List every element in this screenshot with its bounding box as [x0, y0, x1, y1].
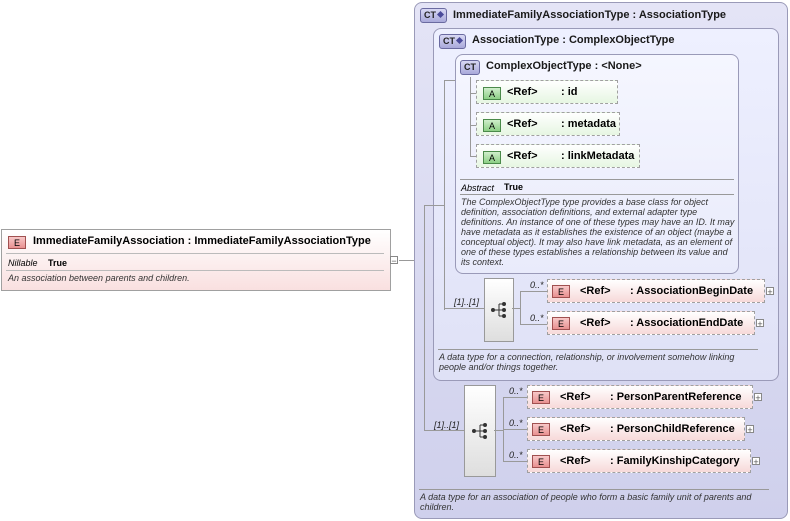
- connector: [444, 80, 455, 81]
- ct-outer-doc: A data type for an association of people…: [420, 492, 752, 512]
- ct-middle-doc: A data type for a connection, relationsh…: [439, 352, 735, 372]
- element-cardinality: 0..*: [530, 280, 544, 290]
- connector: [444, 80, 445, 310]
- sequence-icon: [472, 423, 487, 439]
- element-cardinality: 0..*: [509, 450, 523, 460]
- sequence-compositor[interactable]: [464, 385, 496, 477]
- connector: [512, 308, 520, 309]
- element-association-end-date[interactable]: E <Ref> : AssociationEndDate: [547, 311, 755, 335]
- element-badge: E: [532, 455, 550, 468]
- attribute-ref: <Ref>: [507, 150, 538, 162]
- diamond-icon: [436, 10, 445, 19]
- element-name: : FamilyKinshipCategory: [610, 455, 740, 467]
- attribute-metadata[interactable]: A <Ref> : metadata: [476, 112, 620, 136]
- nillable-label: Nillable: [8, 258, 38, 268]
- attribute-ref: <Ref>: [507, 86, 538, 98]
- connector: [470, 93, 478, 94]
- element-badge: E: [532, 423, 550, 436]
- attribute-name: : id: [561, 86, 578, 98]
- element-person-parent-reference[interactable]: E <Ref> : PersonParentReference: [527, 385, 753, 409]
- attribute-badge: A: [483, 87, 501, 100]
- connector: [444, 308, 484, 309]
- element-ref: <Ref>: [560, 391, 591, 403]
- expand-toggle[interactable]: +: [756, 319, 764, 329]
- element-person-child-reference[interactable]: E <Ref> : PersonChildReference: [527, 417, 745, 441]
- connector: [399, 260, 414, 261]
- element-badge: E: [552, 317, 570, 330]
- element-name: : PersonChildReference: [610, 423, 735, 435]
- expand-toggle[interactable]: +: [746, 425, 754, 435]
- element-cardinality: 0..*: [509, 386, 523, 396]
- attribute-name: : metadata: [561, 118, 617, 130]
- attribute-name: : linkMetadata: [561, 150, 635, 162]
- doc-divider: [419, 489, 769, 490]
- ct-inner-box: CT ComplexObjectType : <None> A <Ref> : …: [455, 54, 739, 274]
- connector: [520, 291, 521, 324]
- divider: [460, 194, 734, 195]
- sequence-compositor[interactable]: [484, 278, 514, 342]
- ct-middle-title: AssociationType : ComplexObjectType: [472, 34, 675, 46]
- ct-inner-doc: The ComplexObjectType type provides a ba…: [461, 197, 735, 267]
- expand-toggle[interactable]: +: [766, 287, 774, 297]
- abstract-label: Abstract: [461, 183, 495, 193]
- element-name: : AssociationBeginDate: [630, 285, 754, 297]
- divider: [6, 270, 384, 271]
- connector: [520, 291, 547, 292]
- connector: [503, 461, 527, 462]
- connector: [503, 429, 527, 430]
- abstract-value: True: [504, 182, 524, 192]
- element-ref: <Ref>: [560, 423, 591, 435]
- divider: [460, 179, 734, 180]
- element-badge: E: [8, 236, 26, 249]
- sequence-icon: [491, 302, 506, 318]
- attribute-badge: A: [483, 119, 501, 132]
- element-family-kinship-category[interactable]: E <Ref> : FamilyKinshipCategory: [527, 449, 751, 473]
- element-ref: <Ref>: [580, 285, 611, 297]
- element-ref: <Ref>: [560, 455, 591, 467]
- nillable-value: True: [48, 258, 68, 268]
- element-name: : AssociationEndDate: [630, 317, 744, 329]
- attribute-ref: <Ref>: [507, 118, 538, 130]
- connector: [520, 324, 547, 325]
- element-association-begin-date[interactable]: E <Ref> : AssociationBeginDate: [547, 279, 765, 303]
- element-ref: <Ref>: [580, 317, 611, 329]
- connector: [424, 205, 444, 206]
- sequence-cardinality: [1]..[1]: [434, 420, 460, 430]
- sequence-cardinality: [1]..[1]: [454, 297, 480, 307]
- expand-toggle[interactable]: +: [754, 393, 762, 403]
- attribute-id[interactable]: A <Ref> : id: [476, 80, 618, 104]
- diamond-icon: [455, 36, 464, 45]
- attribute-link-metadata[interactable]: A <Ref> : linkMetadata: [476, 144, 640, 168]
- expand-toggle[interactable]: +: [752, 457, 760, 467]
- connector: [470, 156, 478, 157]
- root-element-box[interactable]: E ImmediateFamilyAssociation : Immediate…: [1, 229, 391, 291]
- root-doc: An association between parents and child…: [8, 273, 190, 283]
- ct-outer-title: ImmediateFamilyAssociationType : Associa…: [453, 9, 727, 21]
- connector: [470, 125, 478, 126]
- divider: [6, 253, 384, 254]
- attribute-badge: A: [483, 151, 501, 164]
- element-name: : PersonParentReference: [610, 391, 742, 403]
- root-element-title: ImmediateFamilyAssociation : ImmediateFa…: [33, 235, 371, 247]
- collapse-toggle[interactable]: −: [390, 256, 398, 266]
- connector: [424, 205, 425, 430]
- element-cardinality: 0..*: [530, 313, 544, 323]
- connector: [470, 77, 471, 157]
- doc-divider: [438, 349, 758, 350]
- complex-type-badge: CT: [439, 34, 466, 49]
- connector: [503, 397, 527, 398]
- complex-type-badge: CT: [420, 8, 447, 23]
- element-badge: E: [532, 391, 550, 404]
- element-cardinality: 0..*: [509, 418, 523, 428]
- complex-type-badge: CT: [460, 60, 480, 75]
- connector: [494, 430, 503, 431]
- element-badge: E: [552, 285, 570, 298]
- ct-inner-title: ComplexObjectType : <None>: [486, 60, 642, 72]
- connector: [424, 430, 464, 431]
